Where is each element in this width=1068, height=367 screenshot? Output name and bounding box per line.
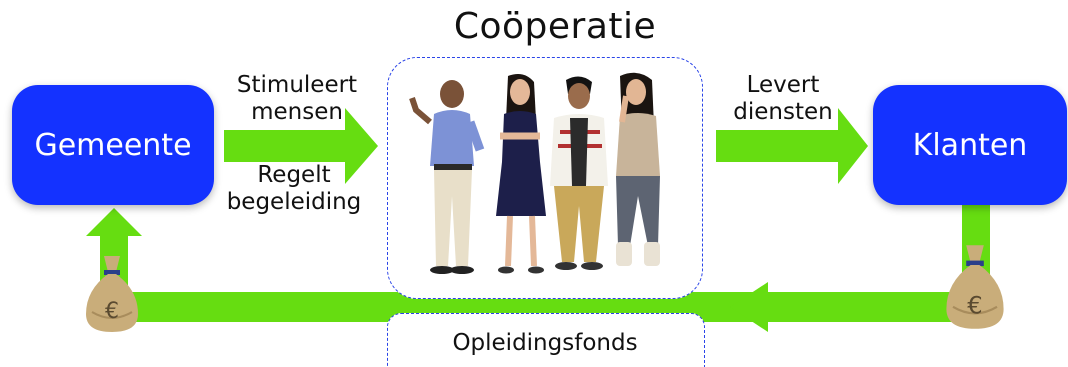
euro-icon: € [105, 299, 119, 324]
label-levert-diensten: Levert diensten [733, 72, 833, 125]
label-stimuleert-mensen: Stimuleert mensen [236, 72, 358, 125]
arrow-gemeente-up-head [86, 208, 142, 236]
money-bag-icon: € [946, 245, 1004, 329]
euro-icon: € [967, 291, 982, 319]
arrow-cooperatie-to-klanten [716, 108, 868, 184]
person-1 [409, 80, 485, 274]
node-klanten-label: Klanten [912, 127, 1028, 163]
person-2 [496, 74, 546, 274]
people-group-icon [409, 72, 660, 274]
node-klanten: Klanten [873, 85, 1067, 205]
arrow-return-head [730, 282, 768, 332]
node-gemeente-label: Gemeente [34, 127, 192, 163]
opleidingsfonds-label: Opleidingsfonds [452, 330, 638, 356]
person-4 [616, 72, 660, 266]
opleidingsfonds-box [387, 313, 705, 367]
node-gemeente: Gemeente [12, 85, 214, 205]
label-regelt-begeleiding: Regelt begeleiding [226, 162, 362, 215]
person-3 [550, 76, 608, 270]
cooperatie-title: Coöperatie [453, 6, 657, 47]
arrow-gemeente-to-cooperatie [224, 108, 378, 184]
money-bag-icon: € [86, 256, 138, 332]
